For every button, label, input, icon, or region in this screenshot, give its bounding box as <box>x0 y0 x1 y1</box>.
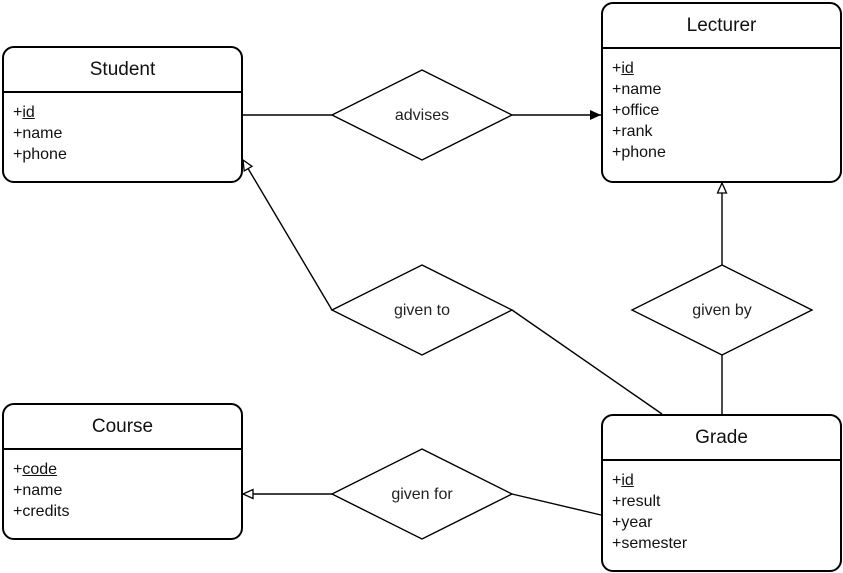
attribute-row[interactable]: +id <box>13 102 241 123</box>
relationship-advises[interactable]: advises <box>330 69 514 161</box>
attribute-prefix: + <box>13 461 23 478</box>
relationship-given-by[interactable]: given by <box>630 264 814 356</box>
attribute-prefix: + <box>612 102 622 119</box>
entity-lecturer-attributes: +id +name +office +rank +phone <box>603 49 840 163</box>
attribute-primary-key: id <box>621 60 634 77</box>
attribute-name: credits <box>22 503 70 520</box>
entity-student-attributes: +id +name +phone <box>4 93 241 165</box>
connector-given-for-grade[interactable] <box>511 493 602 516</box>
attribute-prefix: + <box>612 60 622 77</box>
entity-grade-title: Grade <box>603 416 840 461</box>
attribute-row[interactable]: +phone <box>612 142 840 163</box>
attribute-prefix: + <box>13 104 23 121</box>
relationship-advises-shape[interactable] <box>330 69 514 161</box>
connector-given-to-grade[interactable] <box>511 309 663 415</box>
attribute-prefix: + <box>13 482 23 499</box>
attribute-row[interactable]: +name <box>612 79 840 100</box>
attribute-row[interactable]: +id <box>612 58 840 79</box>
attribute-name: semester <box>621 535 688 552</box>
attribute-primary-key: id <box>621 472 634 489</box>
attribute-name: office <box>621 102 660 119</box>
relationship-given-for-label: given for <box>391 486 453 503</box>
attribute-prefix: + <box>612 123 622 140</box>
entity-student-title: Student <box>4 48 241 93</box>
attribute-row[interactable]: +name <box>13 480 241 501</box>
attribute-prefix: + <box>612 81 622 98</box>
attribute-name: phone <box>22 146 67 163</box>
entity-lecturer[interactable]: Lecturer +id +name +office +rank +phone <box>601 2 842 183</box>
attribute-name: name <box>621 81 662 98</box>
attribute-name: name <box>22 125 63 142</box>
attribute-name: rank <box>621 123 653 140</box>
attribute-prefix: + <box>612 472 622 489</box>
attribute-prefix: + <box>13 503 23 520</box>
attribute-primary-key: code <box>22 461 58 478</box>
attribute-name: year <box>621 514 653 531</box>
attribute-name: name <box>22 482 63 499</box>
attribute-row[interactable]: +phone <box>13 144 241 165</box>
attribute-prefix: + <box>13 125 23 142</box>
attribute-prefix: + <box>13 146 23 163</box>
entity-course-attributes: +code +name +credits <box>4 450 241 522</box>
relationship-advises-label: advises <box>395 107 449 124</box>
relationship-given-to[interactable]: given to <box>330 264 514 356</box>
attribute-prefix: + <box>612 535 622 552</box>
relationship-given-for[interactable]: given for <box>330 448 514 540</box>
attribute-row[interactable]: +id <box>612 470 840 491</box>
attribute-row[interactable]: +office <box>612 100 840 121</box>
attribute-prefix: + <box>612 493 622 510</box>
attribute-row[interactable]: +year <box>612 512 840 533</box>
attribute-prefix: + <box>612 514 622 531</box>
attribute-row[interactable]: +result <box>612 491 840 512</box>
attribute-prefix: + <box>612 144 622 161</box>
relationship-given-by-shape[interactable] <box>630 264 814 356</box>
entity-grade-attributes: +id +result +year +semester <box>603 461 840 554</box>
entity-lecturer-title: Lecturer <box>603 4 840 49</box>
attribute-row[interactable]: +name <box>13 123 241 144</box>
entity-grade[interactable]: Grade +id +result +year +semester <box>601 414 842 572</box>
attribute-name: result <box>621 493 661 510</box>
relationship-given-by-label: given by <box>692 302 752 319</box>
entity-student[interactable]: Student +id +name +phone <box>2 46 243 183</box>
attribute-row[interactable]: +semester <box>612 533 840 554</box>
relationship-given-to-label: given to <box>394 302 450 319</box>
entity-course[interactable]: Course +code +name +credits <box>2 403 243 540</box>
attribute-name: phone <box>621 144 666 161</box>
attribute-row[interactable]: +credits <box>13 501 241 522</box>
attribute-primary-key: id <box>22 104 35 121</box>
connector-given-to-student[interactable] <box>243 160 333 311</box>
entity-course-title: Course <box>4 405 241 450</box>
attribute-row[interactable]: +rank <box>612 121 840 142</box>
relationship-given-to-shape[interactable] <box>330 264 514 356</box>
attribute-row[interactable]: +code <box>13 459 241 480</box>
relationship-given-for-shape[interactable] <box>330 448 514 540</box>
